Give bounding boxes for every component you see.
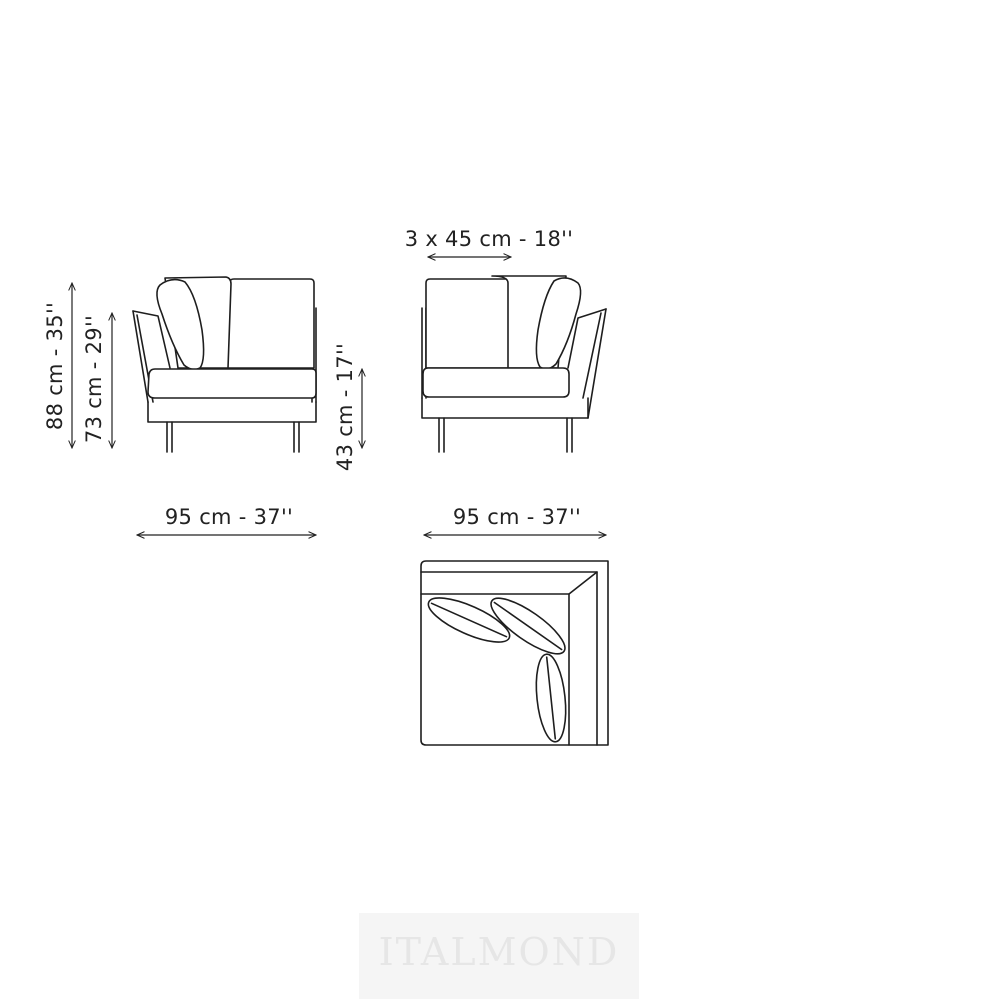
total-height-label: 88 cm - 35''	[43, 302, 67, 430]
arm-frame	[587, 308, 607, 419]
side-cushion	[156, 278, 205, 371]
plan-cushion	[535, 653, 567, 743]
arm-inner	[582, 312, 602, 399]
seat-cushion	[422, 367, 570, 398]
seat-cushion	[147, 368, 317, 399]
back-cushion	[225, 278, 315, 369]
sofa-base	[421, 397, 589, 419]
cushion-width-label: 3 x 45 cm - 18''	[405, 227, 574, 251]
plan-view	[420, 560, 609, 746]
watermark-logo: ITALMOND	[378, 930, 620, 974]
plan-cushion	[427, 597, 511, 643]
plan-outline	[420, 560, 609, 746]
arm-frame	[132, 310, 149, 403]
front-view-right	[421, 275, 607, 453]
width-front-label: 95 cm - 37''	[165, 505, 293, 529]
seat-height-label: 43 cm - 17''	[333, 343, 357, 471]
side-cushion	[535, 277, 582, 370]
watermark-box	[359, 913, 639, 999]
back-cushion	[425, 278, 512, 369]
arm-frame	[567, 308, 607, 369]
width-plan-label: 95 cm - 37''	[453, 505, 581, 529]
plan-corner	[568, 571, 598, 595]
plan-cushion	[490, 597, 566, 655]
sofa-base	[147, 401, 317, 423]
arm-frame	[132, 310, 171, 369]
armrest-height-label: 73 cm - 29''	[82, 315, 106, 443]
front-view-left	[132, 276, 317, 453]
